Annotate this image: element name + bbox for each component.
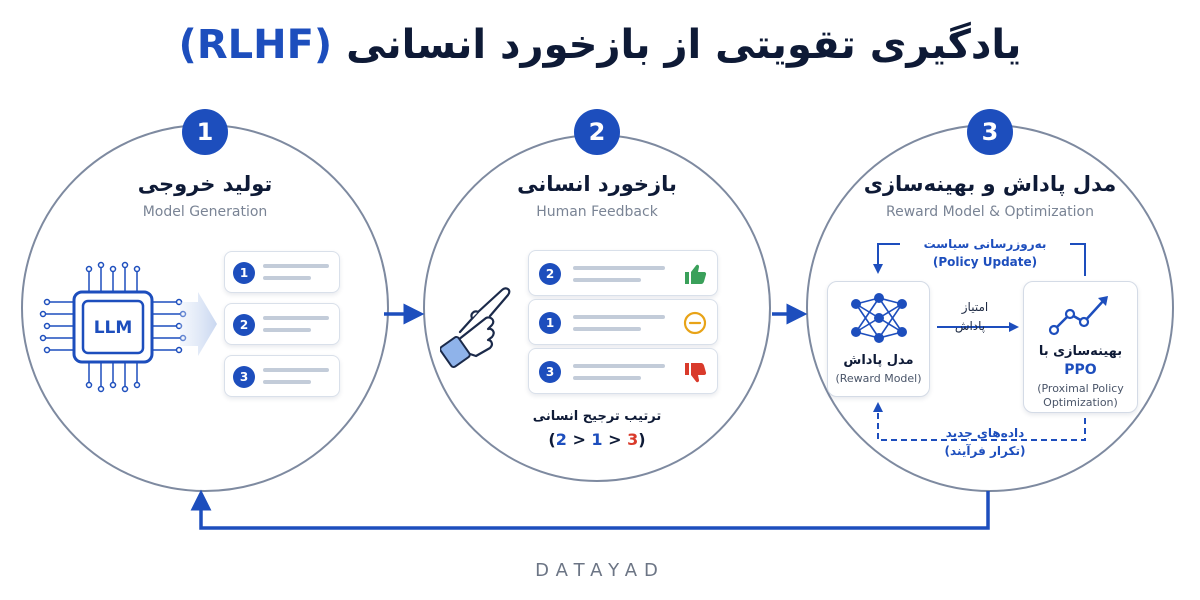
ppo-label-fa: بهینه‌سازی با (1038, 344, 1123, 359)
output-card-3: 3 (224, 355, 340, 397)
stage-1-title: تولید خروجی (137, 172, 273, 196)
ppo-label-strong: PPO (1064, 362, 1097, 378)
stage-2-title: بازخورد انسانی (517, 172, 677, 196)
text-line (263, 328, 311, 332)
feedback-card-1: 2 (528, 250, 718, 296)
text-line (573, 315, 665, 319)
generation-fade-arrow (180, 292, 217, 356)
thumbs-up-icon (685, 264, 707, 284)
ranking-third: 3 (627, 430, 639, 449)
llm-label: LLM (93, 318, 133, 338)
ppo-label-en-1: (Proximal Policy (1037, 382, 1124, 395)
loop-back-arrow (190, 489, 990, 530)
ranking-sep: > (608, 430, 622, 449)
feedback-card-2: 1 (528, 299, 718, 345)
text-line (573, 266, 665, 270)
stage-1-subtitle: Model Generation (142, 204, 268, 220)
text-line (263, 316, 329, 320)
score-label-line2: پاداش (954, 319, 986, 333)
ranking-close: ) (638, 430, 646, 449)
thumbs-down-icon (685, 363, 707, 383)
text-line (573, 376, 641, 380)
policy-update-label-en: (Policy Update) (932, 255, 1038, 269)
new-data-label-fa2: (تکرار فرآیند) (900, 444, 1070, 458)
trend-chart-icon (1048, 296, 1108, 336)
output-card-1: 1 (224, 251, 340, 293)
output-number: 1 (233, 262, 255, 284)
stage-3-title: مدل پاداش و بهینه‌سازی (863, 172, 1117, 196)
page-title: یادگیری تقویتی از بازخورد انسانی (RLHF) (0, 22, 1200, 68)
text-line (573, 327, 641, 331)
ppo-box: بهینه‌سازی با PPO (Proximal Policy Optim… (1023, 281, 1138, 413)
ranking-open: ( (548, 430, 556, 449)
chip-pins (39, 261, 187, 393)
output-number: 3 (233, 366, 255, 388)
text-line (263, 380, 311, 384)
output-card-2: 2 (224, 303, 340, 345)
stage-2-subtitle: Human Feedback (536, 204, 658, 220)
pointing-hand-icon (440, 287, 511, 368)
policy-update-label-fa: به‌روزرسانی سیاست (900, 237, 1070, 251)
reward-model-box: مدل پاداش (Reward Model) (827, 281, 930, 397)
stage-3-subtitle: Reward Model & Optimization (886, 204, 1094, 220)
text-line (263, 264, 329, 268)
text-line (263, 276, 311, 280)
feedback-rank: 1 (539, 312, 561, 334)
stage-2-badge: 2 (574, 109, 620, 155)
text-line (573, 364, 665, 368)
feedback-rank: 2 (539, 263, 561, 285)
ranking-label: ترتیب ترجیح انسانی (532, 409, 662, 424)
neural-network-icon (851, 293, 907, 343)
neutral-icon (683, 311, 707, 335)
ranking-second: 1 (591, 430, 603, 449)
title-main: یادگیری تقویتی از بازخورد انسانی (346, 22, 1022, 68)
title-acronym: (RLHF) (178, 22, 333, 68)
ranking-first: 2 (555, 430, 567, 449)
ranking-sep: > (572, 430, 586, 449)
reward-model-label-fa: مدل پاداش (843, 353, 914, 368)
brand-logo-text: DATAYAD (535, 560, 665, 581)
ppo-label-en-2: Optimization) (1043, 396, 1118, 409)
feedback-rank: 3 (539, 361, 561, 383)
text-line (573, 278, 641, 282)
ranking-order: (2 > 1 > 3) (497, 430, 697, 449)
llm-chip-core (81, 299, 145, 355)
new-data-arrow (873, 402, 1086, 441)
output-number: 2 (233, 314, 255, 336)
new-data-label-fa: داده‌های جدید (945, 426, 1025, 440)
reward-model-label-en: (Reward Model) (835, 372, 922, 385)
text-line (263, 368, 329, 372)
stage-1-badge: 1 (182, 109, 228, 155)
score-label-line1: امتیاز (961, 300, 989, 314)
stage-3-badge: 3 (967, 109, 1013, 155)
feedback-card-3: 3 (528, 348, 718, 394)
